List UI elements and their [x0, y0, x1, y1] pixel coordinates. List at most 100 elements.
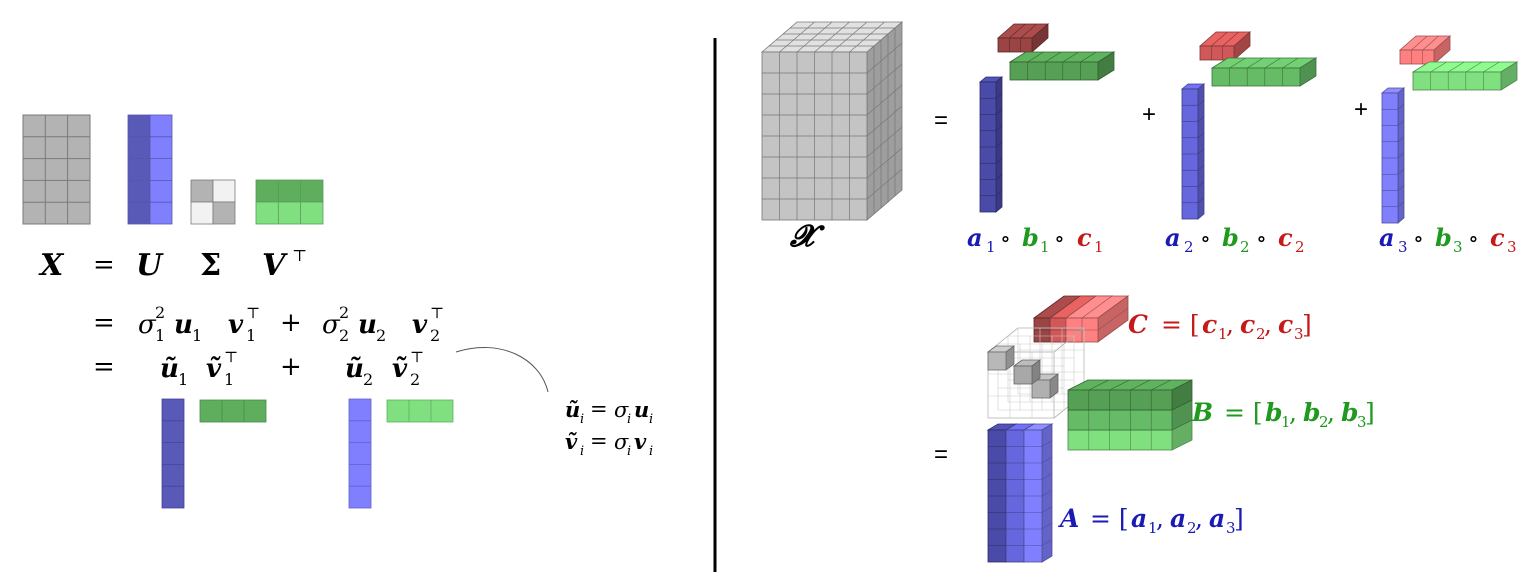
svd-plus-2: +	[280, 352, 302, 382]
factor-b-block	[1067, 379, 1193, 451]
label-b-b3-sub: 3	[1357, 413, 1367, 431]
label-a-a3-sub: 3	[1226, 519, 1236, 537]
term-1-label: a 1 ∘ b 1 ∘ c 1	[967, 223, 1104, 256]
svd-tilde-v1-sup: ⊤	[224, 348, 238, 366]
def-v-rhs: v	[634, 429, 647, 454]
term1-circ2: ∘	[1054, 227, 1065, 252]
svd-tilde-u1: ũ	[160, 354, 179, 384]
svd-equals-1: =	[93, 250, 115, 280]
svd-u2-sub: 2	[376, 326, 386, 345]
label-b-b2-sub: 2	[1319, 413, 1329, 431]
svd-u2: u	[358, 310, 377, 340]
svd-v2: v	[412, 310, 428, 340]
svd-v1: v	[228, 310, 244, 340]
label-b-b2: b	[1303, 398, 1320, 427]
label-a-a3: a	[1209, 504, 1225, 533]
label-c-c3: c	[1278, 310, 1293, 339]
label-b-b1-sub: 1	[1281, 413, 1291, 431]
factor-matrices	[986, 295, 1193, 563]
label-b-symbol: B	[1191, 398, 1213, 427]
tensor-x-grid	[762, 21, 903, 220]
matrix-vt-block	[255, 179, 324, 225]
label-a-comma2: ,	[1195, 504, 1211, 533]
label-a-eq: = [	[1082, 504, 1129, 533]
svd-v2-sup: ⊤	[430, 304, 444, 322]
svd-equals-3: =	[93, 352, 115, 382]
definition-connector	[455, 347, 549, 393]
term1-v-row	[199, 399, 267, 423]
matrix-x-block	[22, 114, 91, 225]
rank1-2-c-vector	[1198, 31, 1252, 61]
svd-x-symbol: X	[38, 248, 65, 283]
term3-circ1: ∘	[1413, 227, 1424, 252]
term2-u-column	[348, 398, 372, 509]
term1-u-column	[161, 398, 185, 509]
term2-b: b	[1222, 223, 1239, 252]
label-a-a2: a	[1170, 504, 1186, 533]
label-c-symbol: C	[1128, 310, 1148, 339]
def-v-rhs-sub: i	[649, 444, 653, 459]
cp-panel: 𝓧 = + + a 1 ∘ b 1 ∘ c 1 a 2 ∘ b 2 ∘ c 2 …	[760, 21, 1519, 563]
def-v-eq: =	[590, 429, 608, 453]
def-u-sigma: σ	[614, 398, 629, 422]
label-b-b1: b	[1265, 398, 1282, 427]
svd-tilde-u2-sub: 2	[363, 370, 373, 389]
svd-tilde-v1: ṽ	[206, 354, 222, 384]
term2-b-sub: 2	[1240, 238, 1250, 256]
label-c-c3-sub: 3	[1294, 325, 1304, 343]
factor-a-slice-3	[1022, 423, 1054, 563]
svd-sigma-1: σ	[138, 310, 157, 340]
term1-b-sub: 1	[1040, 238, 1050, 256]
svd-u1: u	[174, 310, 193, 340]
label-c-group: C = [ c 1 , c 2 , c 3 ]	[1128, 310, 1312, 343]
term2-circ1: ∘	[1200, 227, 1211, 252]
rank1-3-a-vector	[1380, 87, 1406, 224]
def-v-sigma: σ	[614, 430, 629, 454]
label-b-close: ]	[1365, 398, 1375, 427]
rank1-1-c-vector	[996, 23, 1050, 53]
rank1-1-b-vector	[1008, 51, 1116, 81]
term3-circ2: ∘	[1468, 227, 1479, 252]
svd-tilde-v2: ṽ	[392, 354, 408, 384]
svd-v1-sub: 1	[246, 326, 256, 345]
cp-equals-2: =	[934, 441, 948, 468]
def-u-rhs: u	[634, 397, 649, 422]
term1-c: c	[1077, 223, 1092, 252]
svd-sigma-symbol: Σ	[200, 248, 221, 283]
term-2-label: a 2 ∘ b 2 ∘ c 2	[1165, 223, 1305, 256]
rank1-2-a-vector	[1180, 83, 1206, 220]
rank1-3-c-vector	[1398, 35, 1452, 65]
label-a-group: A = [ a 1 , a 2 , a 3 ]	[1058, 504, 1244, 537]
tensor-x-label: 𝓧	[789, 219, 825, 254]
label-c-c2: c	[1240, 310, 1255, 339]
term2-a-sub: 2	[1184, 238, 1194, 256]
svd-tilde-v2-sub: 2	[410, 370, 420, 389]
def-tilde-v: ṽ	[565, 429, 578, 454]
term3-a-sub: 3	[1398, 238, 1408, 256]
term2-a: a	[1165, 223, 1181, 252]
label-c-c1: c	[1202, 310, 1217, 339]
svd-plus-1: +	[280, 308, 302, 338]
label-a-comma1: ,	[1156, 504, 1172, 533]
cp-plus-1: +	[1142, 101, 1156, 128]
cp-equals-1: =	[934, 107, 948, 134]
label-b-comma2: ,	[1327, 398, 1343, 427]
core-cube-2	[1012, 359, 1042, 385]
svd-tilde-v2-sup: ⊤	[410, 348, 424, 366]
term2-c-sub: 2	[1295, 238, 1305, 256]
label-a-close: ]	[1234, 504, 1244, 533]
term2-circ2: ∘	[1256, 227, 1267, 252]
term1-a: a	[967, 223, 983, 252]
def-tilde-u-sub: i	[580, 412, 584, 427]
svd-equals-2: =	[93, 308, 115, 338]
svd-tilde-v1-sub: 1	[224, 370, 234, 389]
svd-v-symbol: V	[262, 248, 288, 283]
factor-b-slice-1	[1067, 379, 1193, 411]
svd-u-symbol: U	[136, 248, 164, 283]
label-c-comma1: ,	[1226, 310, 1242, 339]
label-b-comma1: ,	[1289, 398, 1305, 427]
def-tilde-u: ũ	[565, 397, 580, 422]
svd-sigma-1-sub: 1	[155, 326, 165, 345]
matrix-u-block	[127, 114, 173, 225]
